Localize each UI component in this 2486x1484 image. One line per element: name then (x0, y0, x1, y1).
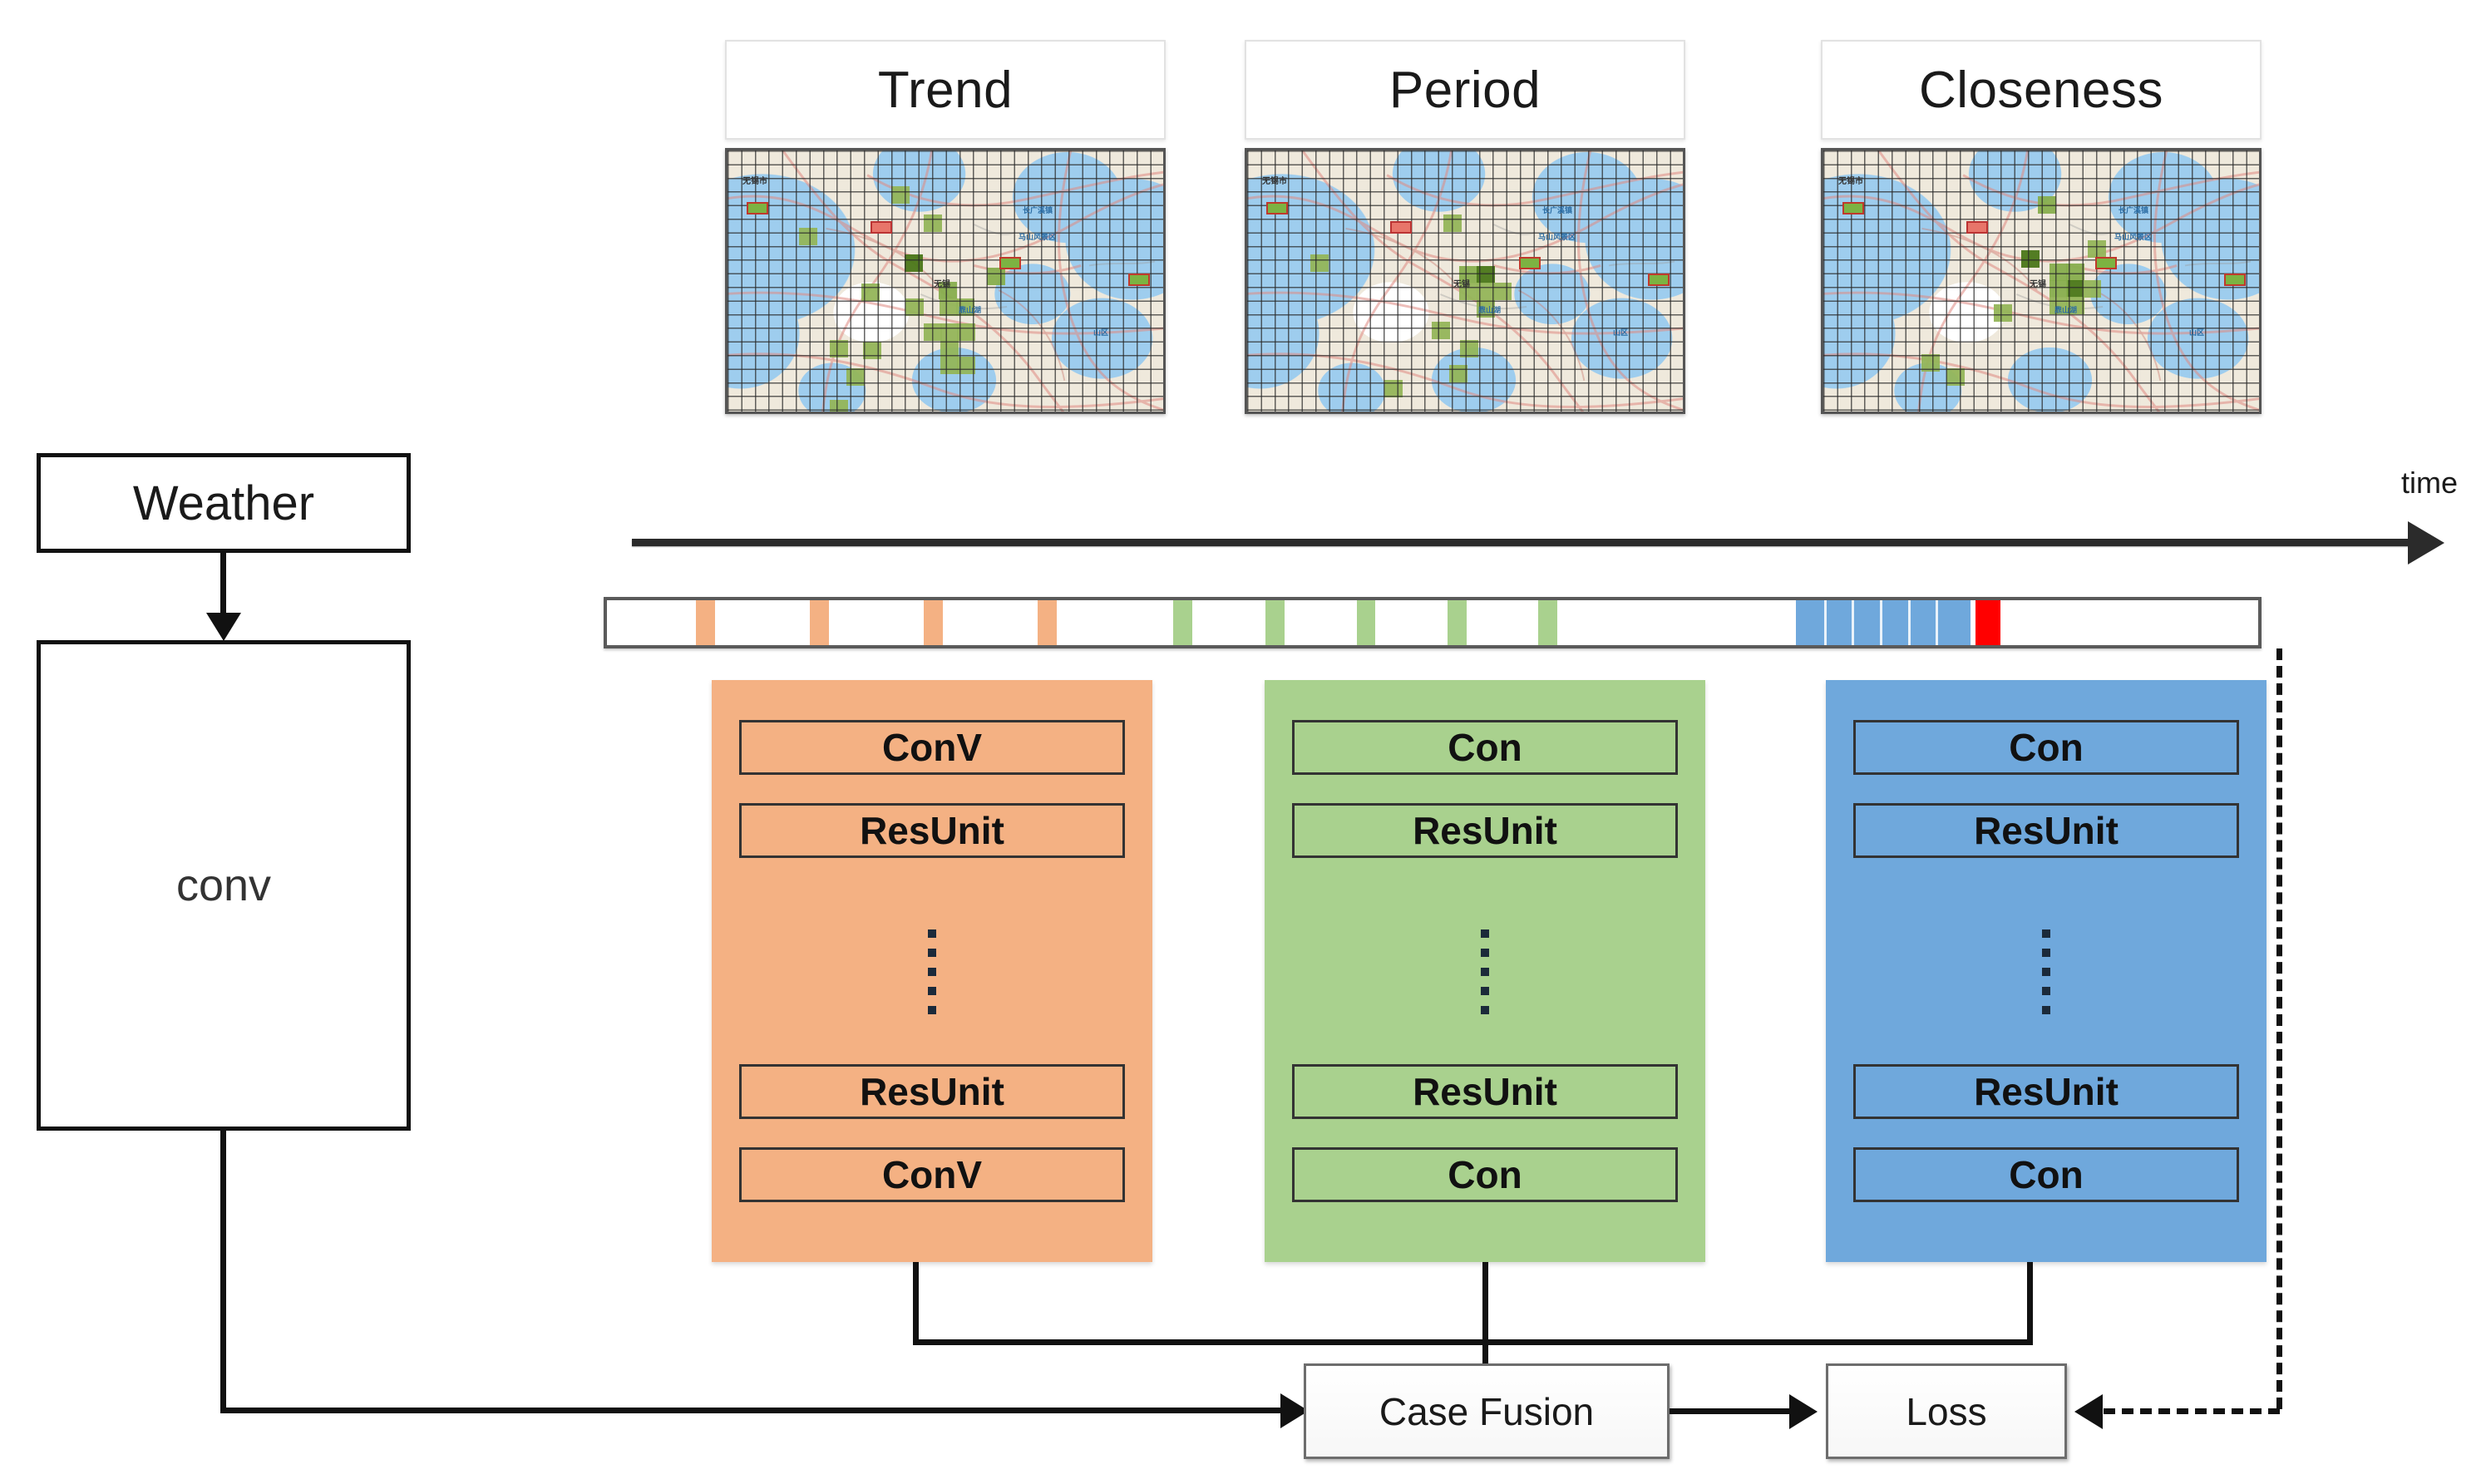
map-poi-marker (1648, 274, 1670, 286)
map-grid-overlay (1247, 150, 1683, 412)
map-poi-marker (1266, 202, 1288, 214)
panel-closeness-header: Closeness (1821, 40, 2262, 140)
panel-closeness: Closeness (1821, 40, 2262, 422)
vertical-ellipsis-icon (928, 929, 936, 1014)
map-poi-marker (871, 221, 892, 234)
panel-period-map: 无锡市 长广溪镇 马山风景区 鼎山湖 山区 无锡 (1245, 148, 1685, 414)
branch-column-closeness: Con ResUnit ResUnit Con (1826, 680, 2267, 1262)
map-center-label: 无锡 (1453, 280, 1470, 289)
timeline-tick-trend (810, 600, 830, 645)
map-water-label: 马山风景区 (1019, 233, 1057, 241)
map-poi-marker (1390, 221, 1412, 234)
map-water-label: 长广溪镇 (1023, 206, 1053, 214)
map-grid-overlay (1823, 150, 2259, 412)
branch-unit: Con (1291, 1147, 1679, 1202)
arrow-down-icon (206, 613, 241, 641)
timeline-tick-period (1265, 600, 1285, 645)
map-poi-marker (1128, 274, 1150, 286)
map-poi-marker (1966, 221, 1988, 234)
connector-groundtruth-dashed (2276, 648, 2282, 1409)
panel-closeness-label: Closeness (1919, 61, 2163, 119)
timeline-tick-period (1538, 600, 1557, 645)
arrow-left-icon (2074, 1394, 2103, 1429)
map-city-label: 无锡市 (1838, 177, 1863, 186)
branch-unit: ResUnit (738, 1064, 1126, 1119)
timeline-tick-trend (924, 600, 944, 645)
branch-unit: ResUnit (1852, 1064, 2240, 1119)
connector-merge-bus (913, 1339, 2033, 1345)
map-water-label: 长广溪镇 (1542, 206, 1573, 214)
time-axis-label: time (2401, 466, 2459, 500)
map-water-label: 马山风景区 (2114, 233, 2153, 241)
map-water-label: 山区 (2189, 328, 2205, 337)
branch-unit: Con (1291, 720, 1679, 775)
timeline-tick-period (1356, 600, 1376, 645)
map-water-label: 山区 (1093, 328, 1109, 337)
timeline-tick-period (1173, 600, 1193, 645)
panel-trend-label: Trend (877, 61, 1014, 119)
timeline-tick-trend (1038, 600, 1058, 645)
map-poi-marker (1842, 202, 1864, 214)
map-poi-marker (999, 257, 1021, 269)
vertical-ellipsis-icon (2042, 929, 2050, 1014)
branch-unit: ResUnit (1291, 1064, 1679, 1119)
time-axis-arrow-icon (2408, 521, 2444, 565)
connector-groundtruth-dashed (2104, 1408, 2280, 1414)
panel-trend-map: 无锡市 长广溪镇 马山风景区 鼎山湖 山区 无锡 (725, 148, 1166, 414)
vertical-ellipsis-icon (1481, 929, 1489, 1014)
weather-box[interactable]: Weather (37, 453, 411, 553)
conv-label: conv (175, 860, 272, 910)
loss-label: Loss (1906, 1389, 1987, 1433)
branch-unit: Con (1852, 1147, 2240, 1202)
branch-unit: ResUnit (1852, 803, 2240, 858)
conv-box[interactable]: conv (37, 640, 411, 1131)
map-poi-marker (747, 202, 768, 214)
map-poi-marker (1519, 257, 1541, 269)
panel-trend: Trend (725, 40, 1166, 422)
case-fusion-label: Case Fusion (1379, 1389, 1595, 1433)
connector-weather-to-conv (220, 553, 226, 621)
panel-period-header: Period (1245, 40, 1685, 140)
branch-unit: ConV (738, 720, 1126, 775)
map-poi-marker (2095, 257, 2117, 269)
map-water-label: 马山风景区 (1538, 233, 1576, 241)
panel-trend-header: Trend (725, 40, 1166, 140)
map-city-label: 无锡市 (742, 177, 767, 186)
case-fusion-box[interactable]: Case Fusion (1304, 1363, 1670, 1459)
panel-period: Period (1245, 40, 1685, 422)
connector-conv-to-fusion (220, 1408, 1285, 1413)
connector-fusion-to-loss (1670, 1408, 1794, 1414)
arrow-right-icon (1789, 1394, 1818, 1429)
map-center-label: 无锡 (934, 280, 950, 289)
timeline-bar[interactable] (604, 597, 2262, 648)
map-water-label: 鼎山湖 (1478, 306, 1502, 314)
map-water-label: 鼎山湖 (2054, 306, 2078, 314)
connector-trend-down (913, 1262, 919, 1345)
branch-column-period: Con ResUnit ResUnit Con (1265, 680, 1705, 1262)
timeline-block-closeness (1795, 600, 1971, 645)
loss-box[interactable]: Loss (1826, 1363, 2067, 1459)
connector-closeness-down (2027, 1262, 2033, 1345)
weather-label: Weather (132, 476, 315, 530)
branch-unit: ConV (738, 1147, 1126, 1202)
map-center-label: 无锡 (2030, 280, 2046, 289)
map-city-label: 无锡市 (1262, 177, 1287, 186)
map-water-label: 长广溪镇 (2119, 206, 2149, 214)
branch-unit: ResUnit (738, 803, 1126, 858)
timeline-marker-prediction (1975, 600, 2001, 645)
connector-conv-down (220, 1127, 226, 1413)
branch-unit: Con (1852, 720, 2240, 775)
map-water-label: 鼎山湖 (959, 306, 982, 314)
panel-period-label: Period (1389, 61, 1541, 119)
timeline-tick-period (1447, 600, 1467, 645)
connector-period-down (1482, 1262, 1488, 1395)
panel-closeness-map: 无锡市 长广溪镇 马山风景区 鼎山湖 山区 无锡 (1821, 148, 2262, 414)
map-water-label: 山区 (1613, 328, 1629, 337)
time-axis-line (632, 539, 2411, 546)
map-poi-marker (2224, 274, 2246, 286)
branch-unit: ResUnit (1291, 803, 1679, 858)
branch-column-trend: ConV ResUnit ResUnit ConV (712, 680, 1152, 1262)
map-grid-overlay (728, 150, 1163, 412)
timeline-tick-trend (696, 600, 716, 645)
